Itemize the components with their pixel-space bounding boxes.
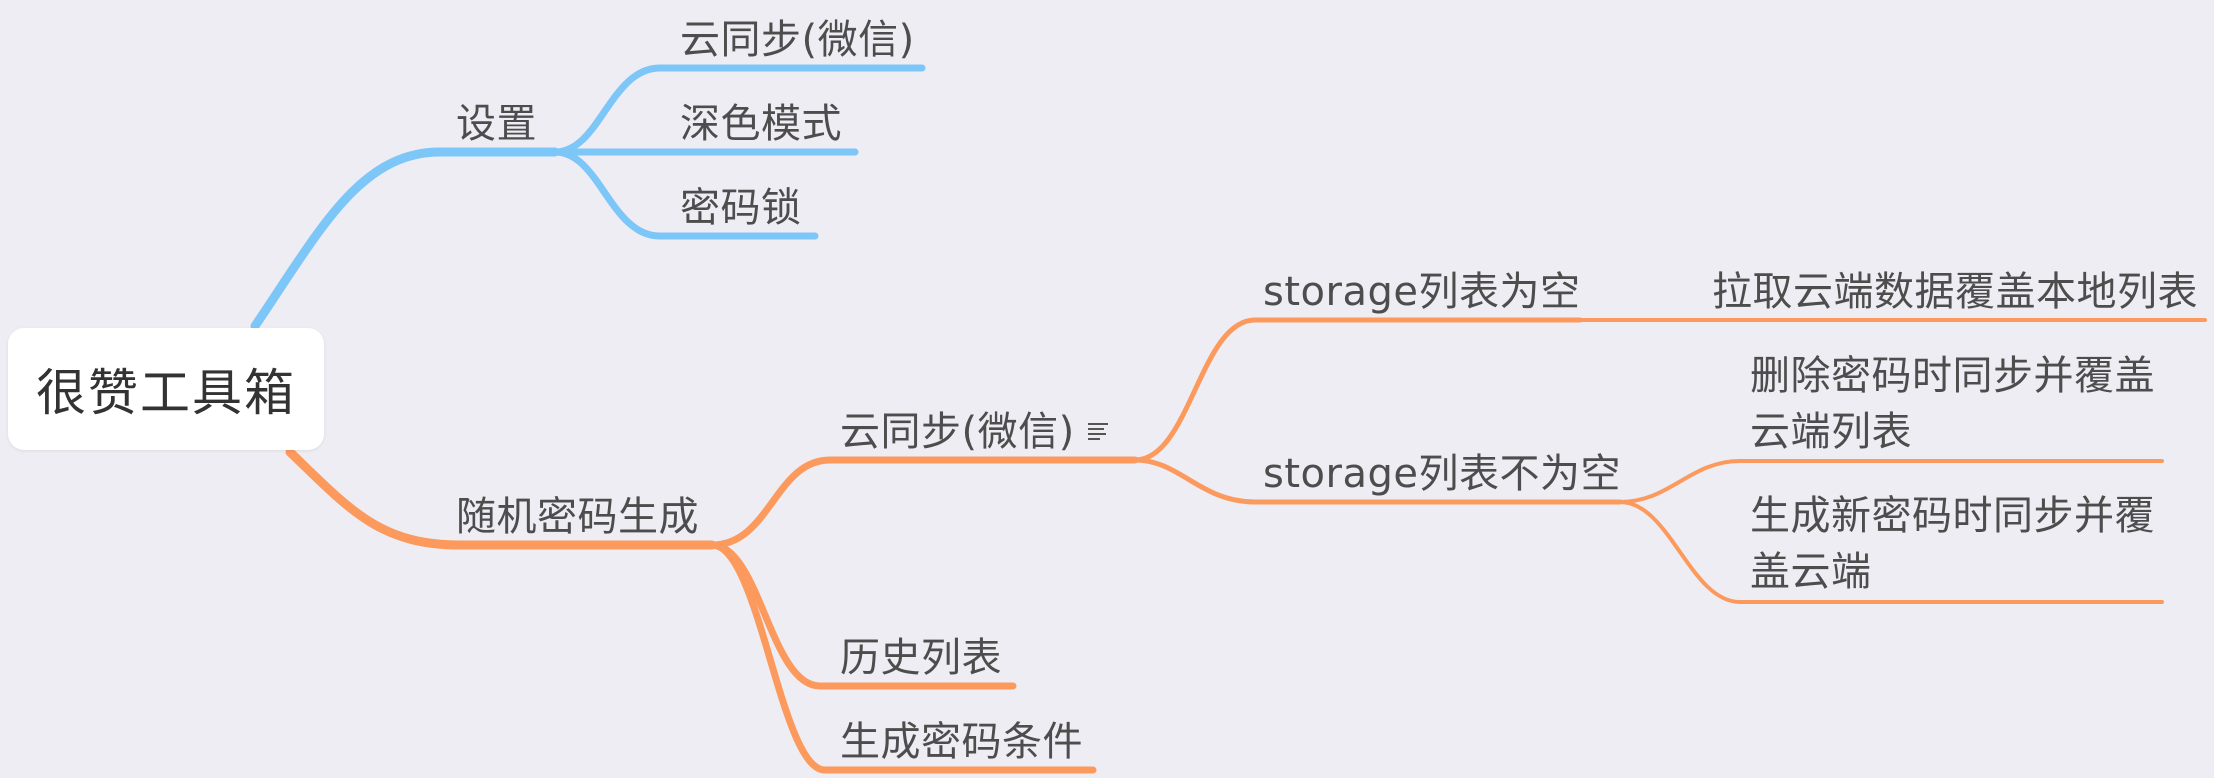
link-generator-conditions [708,541,1097,774]
root-topic[interactable]: 很赞工具箱 [8,328,324,450]
link-settings-cloud-sync [551,64,926,156]
topic-settings-cloud-sync[interactable]: 云同步(微信) [680,17,915,63]
link-not-empty-generate [1618,500,2164,604]
topic-pull-cloud[interactable]: 拉取云端数据覆盖本地列表 [1712,269,2198,315]
topic-storage-empty[interactable]: storage列表为空 [1263,269,1581,315]
topic-history[interactable]: 历史列表 [840,635,1002,681]
topic-generator[interactable]: 随机密码生成 [456,494,699,540]
link-root-generator [285,447,717,550]
topic-generator-cloud-sync[interactable]: 云同步(微信) [840,409,1075,455]
topic-delete-sync[interactable]: 删除密码时同步并覆盖云端列表 [1750,353,2155,455]
link-root-settings [250,147,560,331]
topic-storage-not-empty[interactable]: storage列表不为空 [1263,451,1621,497]
link-settings-lock [551,148,819,240]
topic-settings-dark-mode[interactable]: 深色模式 [680,101,842,147]
topic-conditions[interactable]: 生成密码条件 [840,719,1083,765]
topic-settings[interactable]: 设置 [456,101,537,147]
link-generator-cloud-sync [708,456,1139,549]
link-cloud-empty [1132,317,1583,463]
link-not-empty-delete [1618,459,2164,504]
note-icon[interactable] [1088,423,1108,440]
topic-settings-lock[interactable]: 密码锁 [680,185,802,231]
link-cloud-not-empty [1132,457,1623,505]
topic-generate-sync[interactable]: 生成新密码时同步并覆盖云端 [1750,493,2155,595]
